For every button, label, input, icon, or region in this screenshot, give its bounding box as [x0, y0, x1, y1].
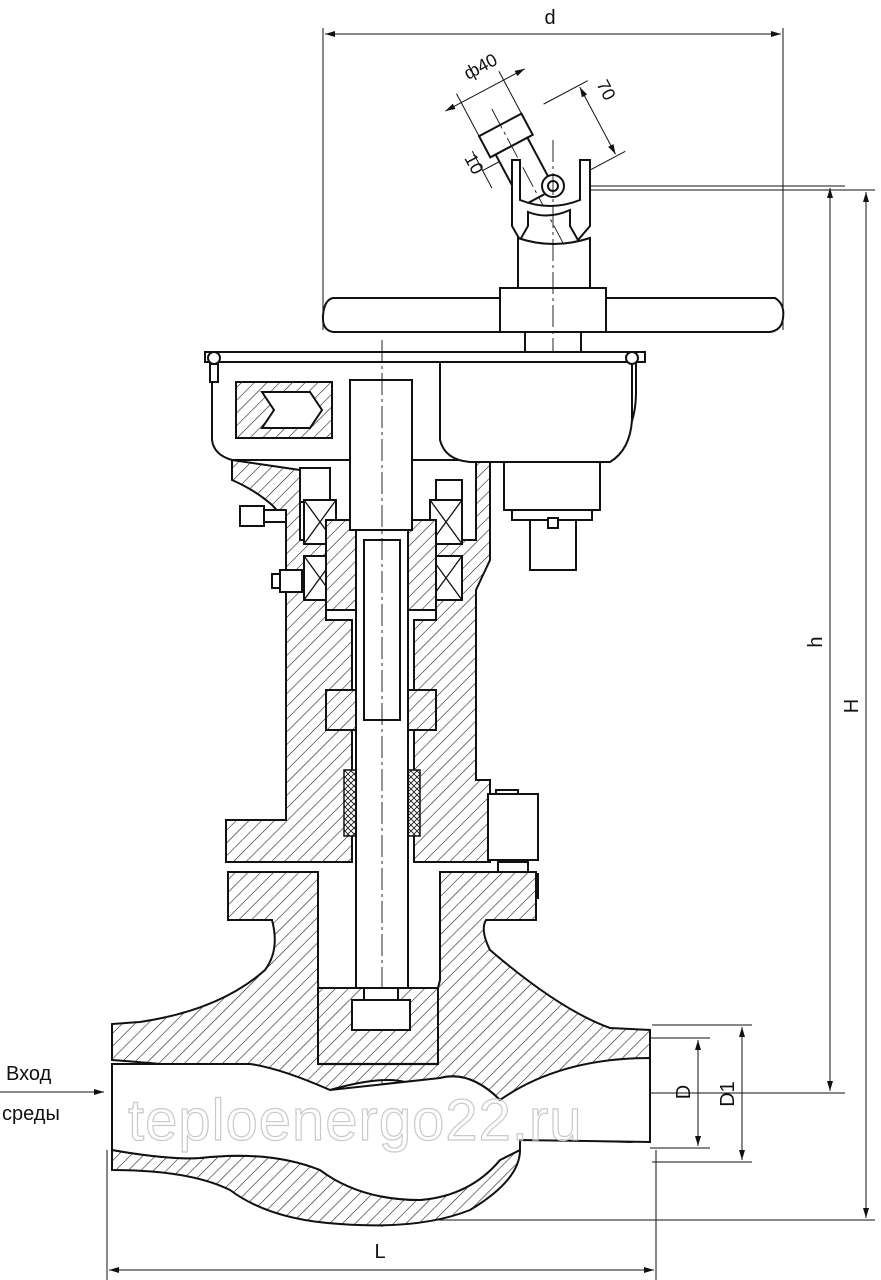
dimension-D1: [652, 1024, 752, 1163]
label-H: H: [841, 699, 863, 713]
handle-assembly: [321, 68, 785, 540]
stem: [349, 340, 413, 1230]
label-D1: D1: [717, 1081, 739, 1107]
grease-nipple-bottom: [271, 569, 303, 593]
label-D: D: [673, 1085, 695, 1099]
gearbox: [204, 351, 646, 571]
label-phi40: ф40: [460, 50, 500, 84]
label-10: 10: [460, 150, 487, 177]
dimension-d: [322, 28, 784, 330]
label-h: h: [805, 636, 827, 647]
valve-body: [111, 871, 651, 1227]
label-inlet-line2: среды: [2, 1103, 60, 1125]
dimension-H: [380, 189, 875, 1221]
label-70: 70: [592, 76, 619, 103]
grease-nipple-top: [239, 505, 287, 527]
dimension-L: [106, 1150, 657, 1280]
label-d: d: [544, 7, 555, 29]
dimension-D: [650, 1037, 710, 1149]
label-inlet-line1: Вход: [6, 1063, 52, 1085]
watermark: teploenergo22.ru: [128, 1088, 583, 1153]
label-L: L: [374, 1241, 385, 1263]
